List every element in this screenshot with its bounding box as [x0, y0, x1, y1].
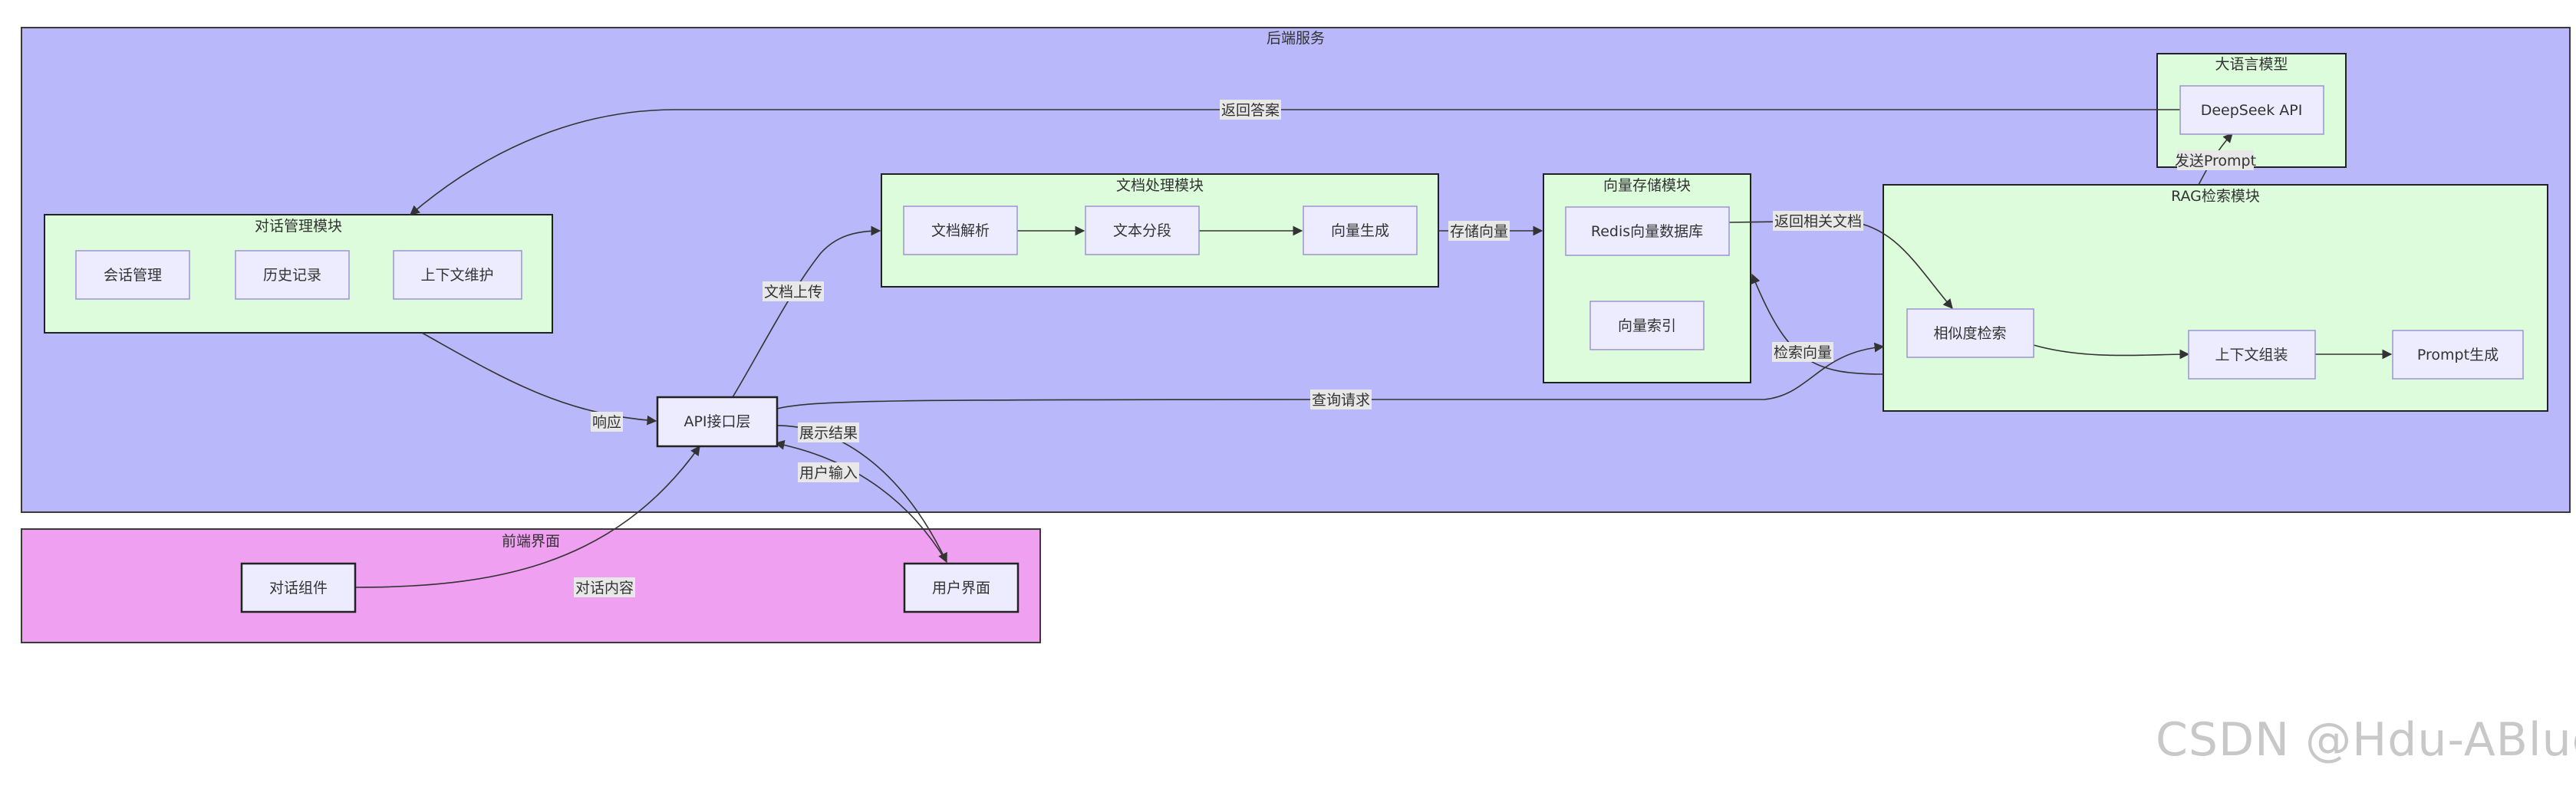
- label-bg-user-input: [798, 462, 859, 482]
- edge-return-answer: [410, 109, 2180, 215]
- edge-query-request: [776, 342, 1885, 409]
- node-api-layer: [656, 396, 779, 448]
- node-dialog-component: [240, 562, 357, 613]
- label-response: 响应: [592, 414, 621, 431]
- node-doc-parse: [903, 205, 1018, 255]
- node-prompt-gen-label: Prompt生成: [2417, 347, 2499, 363]
- node-vector-gen: [1303, 205, 1418, 255]
- edge-sim-context: [2033, 344, 2190, 360]
- backend-group-title: 后端服务: [1267, 30, 1325, 47]
- label-show-result: 展示结果: [799, 425, 858, 442]
- node-redis-db-label: Redis向量数据库: [1591, 223, 1703, 240]
- node-dialog-component-label: 对话组件: [269, 580, 328, 597]
- llm-module-title: 大语言模型: [2215, 56, 2288, 73]
- node-vector-gen-label: 向量生成: [1331, 222, 1389, 239]
- edge-doc-upload: [732, 225, 881, 398]
- label-bg-show-result: [798, 422, 859, 442]
- label-bg-return-answer: [1220, 100, 1281, 120]
- frontend-group-title: 前端界面: [502, 533, 560, 550]
- node-api-layer-label: API接口层: [684, 413, 750, 430]
- label-doc-upload: 文档上传: [764, 284, 822, 301]
- label-search-vector: 检索向量: [1774, 344, 1832, 361]
- node-user-interface: [903, 562, 1020, 613]
- label-user-input: 用户输入: [799, 465, 858, 482]
- rag-module-title: RAG检索模块: [2171, 188, 2260, 205]
- label-bg-store-vector: [1448, 221, 1510, 241]
- doc-module-title: 文档处理模块: [1116, 177, 1204, 194]
- node-history-label: 历史记录: [263, 267, 321, 284]
- label-return-docs: 返回相关文档: [1774, 213, 1862, 230]
- edge-dialog-content: [354, 445, 700, 588]
- node-context-assembly: [2188, 330, 2316, 380]
- node-deepseek-api-label: DeepSeek API: [2201, 102, 2303, 119]
- node-vector-index: [1589, 301, 1705, 350]
- node-session-mgmt: [75, 250, 190, 300]
- label-bg-return-docs: [1773, 211, 1863, 231]
- node-session-mgmt-label: 会话管理: [104, 267, 162, 284]
- label-query-request: 查询请求: [1312, 392, 1370, 409]
- csdn-watermark: CSDN @Hdu-ABlue: [2156, 713, 2576, 767]
- node-context-maint: [393, 250, 522, 300]
- node-context-assembly-label: 上下文组装: [2215, 347, 2288, 363]
- node-deepseek-api: [2179, 85, 2324, 135]
- node-doc-parse-label: 文档解析: [931, 222, 990, 239]
- frontend-group: [21, 528, 1041, 643]
- label-return-answer: 返回答案: [1221, 102, 1280, 119]
- label-bg-query-request: [1310, 390, 1372, 409]
- node-user-interface-label: 用户界面: [932, 580, 990, 597]
- node-text-split-label: 文本分段: [1113, 222, 1171, 239]
- label-bg-doc-upload: [763, 281, 824, 301]
- dialog-module-title: 对话管理模块: [255, 218, 342, 235]
- label-bg-dialog-content: [574, 577, 635, 597]
- label-send-prompt: 发送Prompt: [2175, 153, 2256, 169]
- node-redis-db: [1565, 206, 1730, 256]
- node-context-maint-label: 上下文维护: [420, 267, 493, 284]
- node-prompt-gen: [2392, 330, 2524, 380]
- vector-module: [1543, 173, 1751, 383]
- label-bg-search-vector: [1772, 342, 1833, 362]
- node-similarity-search-label: 相似度检索: [1933, 325, 2006, 342]
- vector-module-title: 向量存储模块: [1603, 177, 1691, 194]
- edge-user-input: [774, 440, 947, 563]
- node-similarity-search: [1906, 308, 2034, 358]
- node-vector-index-label: 向量索引: [1618, 317, 1676, 334]
- label-dialog-content: 对话内容: [575, 580, 634, 597]
- label-bg-send-prompt: [2177, 150, 2254, 170]
- label-bg-response: [591, 412, 623, 432]
- node-text-split: [1085, 205, 1200, 255]
- node-history: [235, 250, 350, 300]
- label-store-vector: 存储向量: [1450, 223, 1508, 240]
